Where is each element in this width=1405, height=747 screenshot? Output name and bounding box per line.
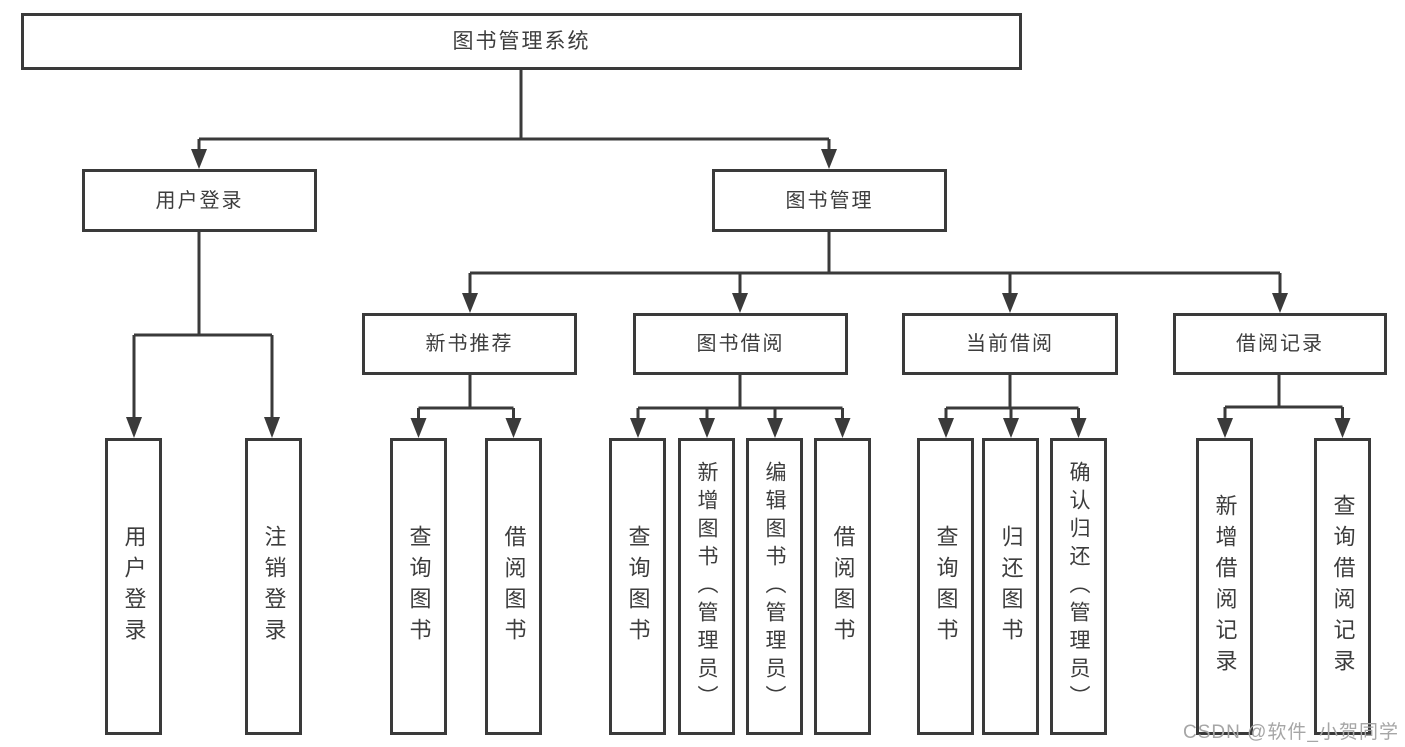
node-label: 查询借阅记录 — [1330, 493, 1356, 680]
node-new-book-recommend: 新书推荐 — [362, 313, 577, 375]
node-label: 借阅记录 — [1236, 333, 1324, 355]
node-label: 借阅图书 — [830, 524, 856, 649]
node-label: 查询图书 — [625, 524, 651, 649]
leaf-add-books-admin: 新增图书（管理员） — [678, 438, 735, 735]
leaf-add-borrow-record: 新增借阅记录 — [1196, 438, 1253, 735]
leaf-confirm-return-admin: 确认归还（管理员） — [1050, 438, 1107, 735]
node-label: 归还图书 — [998, 524, 1024, 649]
csdn-watermark: CSDN @软件_小贺同学 — [1183, 722, 1399, 743]
node-label: 用户登录 — [121, 524, 147, 649]
node-label: 当前借阅 — [966, 333, 1054, 355]
node-label: 新增图书（管理员） — [695, 460, 718, 713]
node-system-root: 图书管理系统 — [21, 13, 1022, 70]
node-label: 查询图书 — [933, 524, 959, 649]
leaf-query-books-borrowing: 查询图书 — [609, 438, 666, 735]
leaf-logout: 注销登录 — [245, 438, 302, 735]
node-label: 确认归还（管理员） — [1067, 460, 1090, 713]
node-user-login: 用户登录 — [82, 169, 317, 232]
node-label: 图书借阅 — [696, 333, 785, 355]
node-book-borrowing: 图书借阅 — [633, 313, 848, 375]
leaf-query-borrow-record: 查询借阅记录 — [1314, 438, 1371, 735]
node-label: 新增借阅记录 — [1212, 493, 1238, 680]
node-label: 图书管理 — [785, 189, 874, 212]
node-label: 图书管理系统 — [452, 30, 591, 53]
node-label: 用户登录 — [155, 189, 244, 212]
leaf-borrow-books-recommend: 借阅图书 — [485, 438, 542, 735]
node-current-borrowing: 当前借阅 — [902, 313, 1118, 375]
leaf-return-books: 归还图书 — [982, 438, 1039, 735]
node-label: 编辑图书（管理员） — [763, 460, 786, 713]
node-label: 借阅图书 — [501, 524, 527, 649]
node-label: 查询图书 — [406, 524, 432, 649]
leaf-edit-books-admin: 编辑图书（管理员） — [746, 438, 803, 735]
leaf-borrow-books: 借阅图书 — [814, 438, 871, 735]
leaf-query-books-current: 查询图书 — [917, 438, 974, 735]
leaf-query-books-recommend: 查询图书 — [390, 438, 447, 735]
node-borrowing-records: 借阅记录 — [1173, 313, 1387, 375]
node-label: 注销登录 — [261, 524, 287, 649]
node-book-management: 图书管理 — [712, 169, 947, 232]
leaf-user-login: 用户登录 — [105, 438, 162, 735]
node-label: 新书推荐 — [425, 333, 514, 355]
